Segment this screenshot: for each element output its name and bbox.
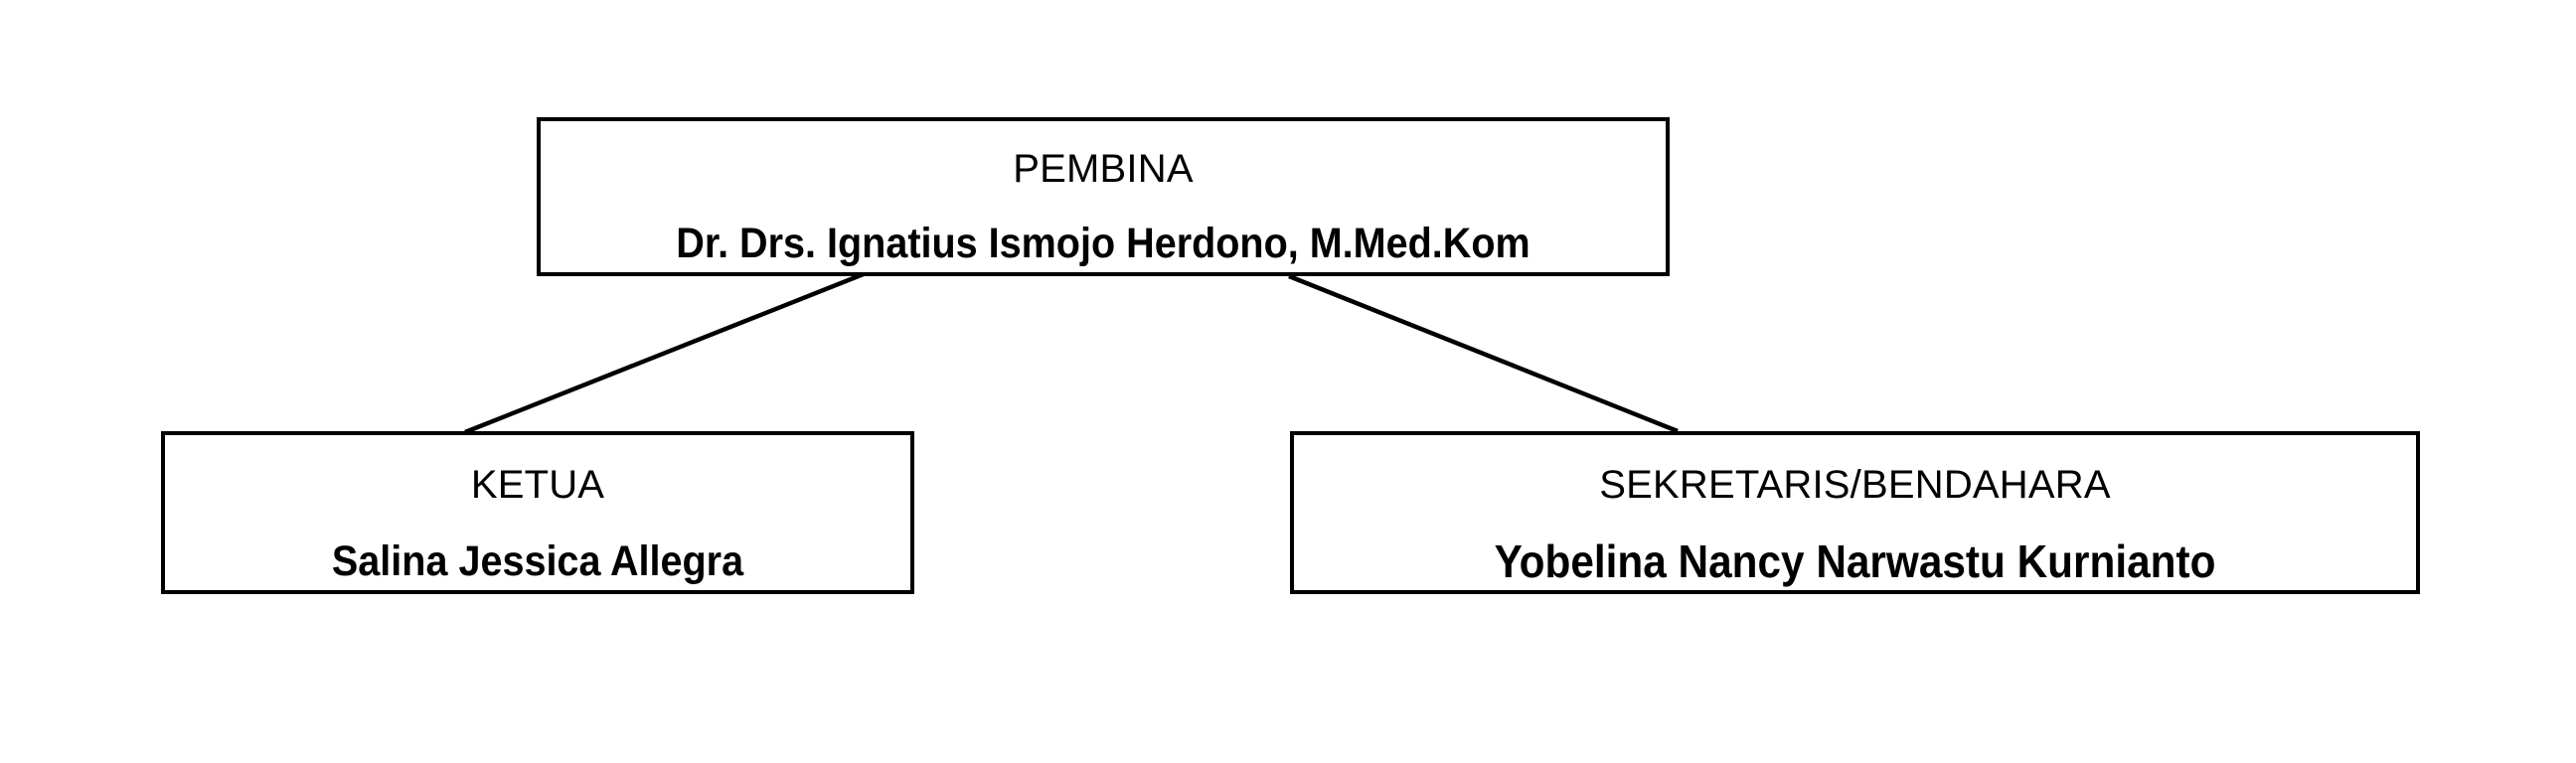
org-node-sekretaris-title: SEKRETARIS/BENDAHARA (1599, 463, 2111, 507)
connector-pembina-to-sekretaris (1288, 273, 1679, 434)
org-node-sekretaris-name: Yobelina Nancy Narwastu Kurnianto (1494, 535, 2216, 587)
org-node-pembina[interactable]: PEMBINA Dr. Drs. Ignatius Ismojo Herdono… (537, 117, 1670, 276)
connector-pembina-to-ketua (464, 261, 889, 435)
org-node-pembina-name: Dr. Drs. Ignatius Ismojo Herdono, M.Med.… (676, 220, 1530, 267)
org-node-pembina-title: PEMBINA (1013, 147, 1194, 191)
org-node-ketua-title: KETUA (470, 463, 605, 507)
org-node-ketua-name: Salina Jessica Allegra (331, 537, 744, 585)
org-node-ketua[interactable]: KETUA Salina Jessica Allegra (161, 431, 914, 594)
org-node-sekretaris[interactable]: SEKRETARIS/BENDAHARA Yobelina Nancy Narw… (1290, 431, 2420, 594)
